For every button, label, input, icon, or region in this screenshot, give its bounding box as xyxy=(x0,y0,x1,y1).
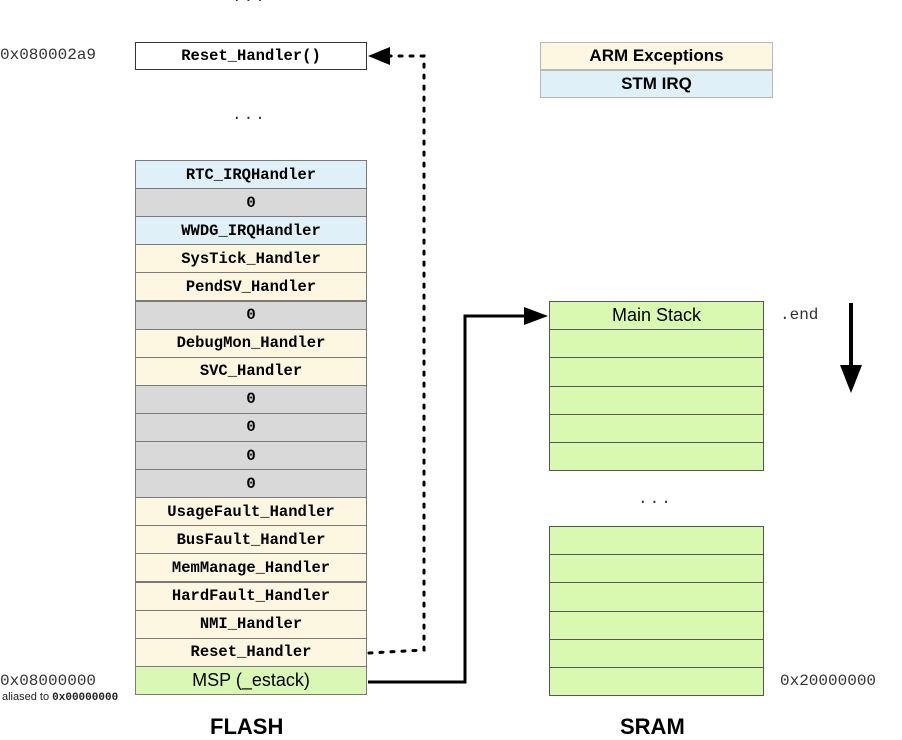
vector-table-entry: UsageFault_Handler xyxy=(135,497,367,527)
vector-table-entry: WWDG_IRQHandler xyxy=(135,216,367,246)
main-stack-cell: Main Stack xyxy=(549,301,764,331)
flash-base-address: 0x08000000 xyxy=(0,672,97,690)
sram-cell xyxy=(549,413,764,443)
legend-arm-exceptions: ARM Exceptions xyxy=(540,42,773,70)
msp-to-main-stack-connector xyxy=(368,314,530,684)
reset-vector-arrowhead xyxy=(368,47,390,65)
vector-table-entry: 0 xyxy=(135,300,367,330)
sram-cell xyxy=(549,385,764,415)
sram-cell xyxy=(549,554,764,584)
alias-note-prefix: aliased to xyxy=(2,691,53,703)
sram-cell xyxy=(549,329,764,359)
vector-table-entry: 0 xyxy=(135,188,367,218)
top-ellipsis: ... xyxy=(232,0,267,6)
sram-cell xyxy=(549,582,764,612)
vector-table-entry: HardFault_Handler xyxy=(135,581,367,611)
sram-cell xyxy=(549,638,764,668)
sram-cell xyxy=(549,667,764,697)
vector-table-entry: DebugMon_Handler xyxy=(135,328,367,358)
vector-table-entry: 0 xyxy=(135,469,367,499)
vector-table-entry: SVC_Handler xyxy=(135,356,367,386)
vector-table-entry: BusFault_Handler xyxy=(135,525,367,555)
flash-title: FLASH xyxy=(210,714,284,739)
sram-base-address: 0x20000000 xyxy=(780,672,877,690)
flash-alias-note: aliased to 0x00000000 xyxy=(2,691,118,704)
vector-table-entry: Reset_Handler xyxy=(135,637,367,667)
flash-middle-ellipsis: ... xyxy=(232,106,267,124)
vector-table-entry: NMI_Handler xyxy=(135,609,367,639)
vector-table-entry: MemManage_Handler xyxy=(135,553,367,583)
vector-table-entry: MSP (_estack) xyxy=(135,665,367,695)
msp-arrowhead xyxy=(524,307,548,325)
sram-gap-ellipsis: ... xyxy=(638,490,673,508)
vector-table-entry: PendSV_Handler xyxy=(135,272,367,302)
stack-growth-arrowhead xyxy=(840,365,862,393)
reset-handler-function-box: Reset_Handler() xyxy=(135,42,367,70)
sram-cell xyxy=(549,526,764,556)
legend-stm-irq: STM IRQ xyxy=(540,70,773,98)
reset-handler-address: 0x080002a9 xyxy=(0,46,97,64)
sram-cell xyxy=(549,357,764,387)
vector-table-entry: RTC_IRQHandler xyxy=(135,160,367,190)
vector-table-entry: 0 xyxy=(135,384,367,414)
vector-table-entry: 0 xyxy=(135,412,367,442)
sram-cell xyxy=(549,610,764,640)
sram-end-label: .end xyxy=(780,306,819,324)
sram-title: SRAM xyxy=(620,714,685,739)
sram-cell xyxy=(549,442,764,472)
vector-table-entry: 0 xyxy=(135,441,367,471)
alias-address: 0x00000000 xyxy=(52,692,119,704)
reset-vector-dotted-connector xyxy=(367,54,426,655)
vector-table-entry: SysTick_Handler xyxy=(135,244,367,274)
